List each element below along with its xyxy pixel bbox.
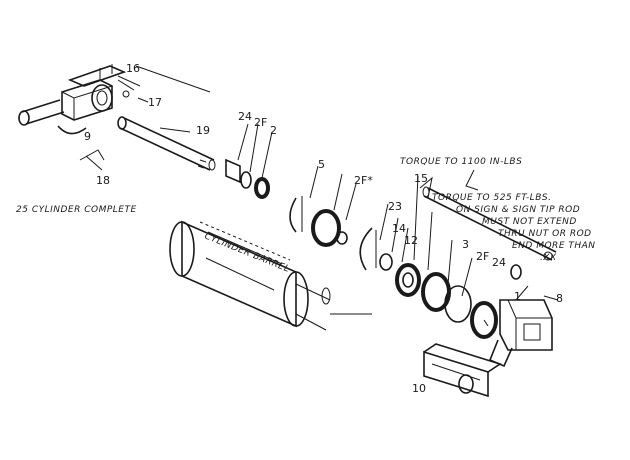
callout-23: 23 bbox=[388, 200, 402, 213]
clevis-eye bbox=[91, 84, 113, 112]
callout-17: 17 bbox=[148, 96, 162, 109]
callout-labels: 16 17 19 9 18 24 2F 2 5 2F* 15 23 14 12 … bbox=[84, 62, 563, 395]
torque-note-line-4: THRU NUT OR ROD bbox=[498, 229, 592, 239]
callout-9: 9 bbox=[84, 130, 91, 143]
stack-leaders-lower bbox=[427, 211, 473, 297]
clevis-eye-bore bbox=[96, 90, 108, 106]
callout-8: 8 bbox=[556, 292, 563, 305]
bracket-ribs bbox=[99, 64, 113, 80]
cap-edges bbox=[507, 299, 552, 350]
tie-rod bbox=[419, 169, 557, 261]
callout-14: 14 bbox=[392, 222, 406, 235]
callout-2f-lower: 2F bbox=[476, 250, 489, 263]
callout-5: 5 bbox=[318, 158, 325, 171]
barrel-side-text: CYLINDER BARREL bbox=[203, 232, 291, 275]
callout-2f-star: 2F* bbox=[354, 174, 373, 187]
barrel-end-right bbox=[283, 271, 309, 327]
torque-note-line-1: TORQUE TO 525 FT-LBS. bbox=[432, 193, 551, 203]
torque-note-line-5: END MORE THAN bbox=[512, 241, 596, 251]
rod-end bbox=[117, 116, 127, 130]
barrel-dimension bbox=[199, 221, 291, 261]
bolt-lines bbox=[117, 75, 141, 91]
upper-leaders bbox=[135, 65, 273, 179]
callout-2-upper: 2 bbox=[270, 124, 277, 137]
mount-bore bbox=[458, 374, 474, 394]
item-15-leader bbox=[419, 176, 433, 199]
piston-seal-stack bbox=[289, 165, 498, 339]
piston-rod bbox=[117, 116, 216, 171]
o-ring-small bbox=[254, 177, 270, 199]
piston-seal-2 bbox=[444, 285, 472, 323]
cap-nut bbox=[510, 264, 522, 280]
o-ring-large-1 bbox=[311, 209, 341, 247]
torque-note-line-6: .XX bbox=[540, 253, 557, 263]
wear-ring-bore bbox=[402, 272, 414, 288]
torque-note-line-3: MUST NOT EXTEND bbox=[482, 217, 577, 227]
cap-end-assembly bbox=[488, 264, 559, 368]
mount-plate bbox=[423, 350, 489, 398]
callout-18: 18 bbox=[96, 174, 110, 187]
retainer-clip bbox=[57, 125, 87, 135]
leader-16 bbox=[135, 65, 211, 93]
wear-ring bbox=[395, 263, 421, 297]
callout-19: 19 bbox=[196, 124, 210, 137]
item-18-leader bbox=[79, 149, 105, 171]
pin-end bbox=[18, 110, 30, 126]
clevis-edges bbox=[61, 85, 113, 120]
small-ring bbox=[336, 231, 348, 245]
rod-stub bbox=[321, 287, 331, 305]
barrel-end-left bbox=[169, 221, 195, 277]
pin-body bbox=[21, 99, 65, 125]
piston-seal-arc bbox=[359, 227, 373, 271]
stack-leaders-upper bbox=[309, 165, 357, 221]
stack-leaders-mid bbox=[379, 175, 419, 263]
leader-24-2f-2 bbox=[237, 123, 273, 179]
rod-end-clevis-assembly bbox=[18, 64, 141, 171]
rod-threads bbox=[197, 159, 207, 169]
torque-leader bbox=[465, 169, 479, 191]
assembly-label: 25 CYLINDER COMPLETE bbox=[16, 205, 137, 215]
cap-leaders bbox=[515, 285, 559, 301]
o-ring-mark bbox=[483, 319, 489, 327]
barrel-weld-lines bbox=[205, 231, 283, 291]
tie-rod-body bbox=[423, 187, 557, 261]
callout-10: 10 bbox=[412, 382, 426, 395]
cap-body bbox=[499, 299, 553, 351]
gland-seals bbox=[225, 158, 270, 199]
leader-19 bbox=[159, 127, 191, 133]
upper-bracket bbox=[67, 65, 127, 87]
rod-body bbox=[119, 117, 215, 171]
backup-ring-arc bbox=[289, 197, 297, 233]
rod-extension bbox=[295, 283, 331, 331]
leader-17 bbox=[137, 97, 149, 103]
base-mount bbox=[423, 343, 502, 398]
callout-3: 3 bbox=[462, 238, 469, 251]
piston-nut bbox=[379, 253, 393, 271]
cylinder-complete bbox=[169, 220, 372, 331]
wiper bbox=[225, 158, 241, 184]
callout-16: 16 bbox=[126, 62, 140, 75]
callout-1: 1 bbox=[514, 290, 521, 303]
callout-12: 12 bbox=[404, 234, 418, 247]
callout-24-lower: 24 bbox=[492, 256, 506, 269]
cap-port bbox=[523, 323, 541, 341]
mount-edge bbox=[431, 363, 481, 381]
callout-15: 15 bbox=[414, 172, 428, 185]
tie-rod-nut bbox=[543, 251, 553, 261]
torque-note-line-2: ON SIGN & SIGN TIP ROD bbox=[456, 205, 580, 215]
o-ring-large-2 bbox=[470, 301, 498, 339]
torque-note-top: TORQUE TO 1100 IN-LBS bbox=[400, 157, 522, 167]
callout-2f-upper: 2F bbox=[254, 116, 267, 129]
mount-top bbox=[423, 343, 502, 373]
seal-ring-a bbox=[240, 171, 252, 189]
callout-24-upper: 24 bbox=[238, 110, 252, 123]
small-nut bbox=[122, 90, 130, 98]
rod-thread-end bbox=[208, 159, 216, 171]
